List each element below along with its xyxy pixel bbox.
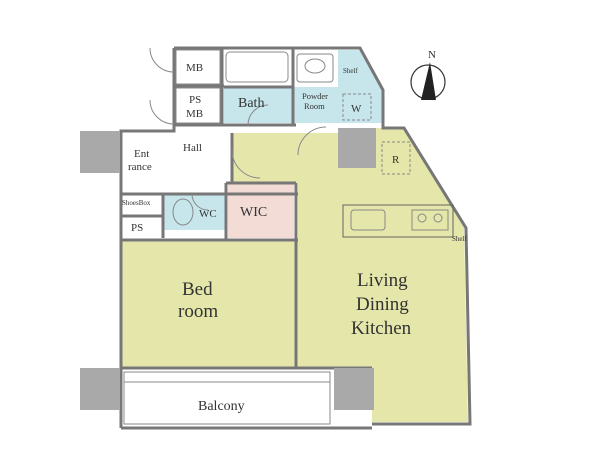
washbasin	[296, 53, 334, 83]
washer-space	[342, 93, 372, 121]
pillar	[334, 368, 374, 410]
compass-label: N	[428, 49, 436, 61]
label-r: R	[392, 154, 400, 166]
burner	[433, 213, 443, 223]
stove	[411, 209, 449, 231]
hall-area	[232, 133, 298, 183]
outer-wall	[174, 46, 472, 426]
kitchen-counter	[342, 204, 454, 238]
label-shelf-right: Shelf	[452, 235, 467, 243]
label-rance: rance	[128, 161, 152, 173]
balcony-rail	[123, 381, 331, 425]
label-ent: Ent	[134, 148, 149, 160]
bathtub	[225, 51, 289, 83]
kitchen-sink	[350, 209, 386, 231]
pillar	[80, 368, 120, 410]
label-living: Living	[357, 270, 408, 291]
interior-walls	[121, 48, 298, 368]
label-ps-small: PS	[131, 222, 143, 234]
label-mb2: MB	[186, 108, 203, 120]
bedroom-area	[121, 241, 298, 368]
living-dining-kitchen-area	[298, 128, 468, 422]
label-powder: Powder	[302, 91, 328, 101]
label-kitchen: Kitchen	[351, 318, 412, 339]
pillar	[338, 128, 376, 168]
label-bed: Bed	[182, 279, 213, 300]
label-room: Room	[304, 101, 325, 111]
basin-bowl	[304, 58, 326, 74]
outer-wall-left	[119, 48, 372, 370]
label-ps: PS	[189, 94, 201, 106]
label-bath: Bath	[238, 96, 264, 111]
pillar	[80, 131, 120, 173]
door-swings	[149, 47, 327, 211]
north-arrow-icon: N	[410, 49, 446, 100]
label-wc: WC	[199, 208, 217, 220]
label-shelf-top: Shelf	[343, 67, 358, 75]
label-shoesbox: ShoesBox	[122, 199, 151, 207]
label-dining: Dining	[356, 294, 409, 315]
balcony-window	[123, 371, 331, 383]
label-room-bed: room	[178, 301, 218, 322]
mb-closet	[175, 49, 221, 85]
bath-area	[224, 87, 292, 123]
label-mb: MB	[186, 62, 203, 74]
label-balcony: Balcony	[198, 399, 245, 414]
label-wic: WIC	[240, 205, 267, 220]
label-w: W	[351, 103, 362, 115]
powder-room-area	[293, 50, 382, 123]
toilet	[172, 198, 194, 226]
burner	[417, 213, 427, 223]
label-hall: Hall	[183, 142, 202, 154]
wic-area	[228, 183, 294, 238]
ps-mb-closet	[175, 87, 221, 124]
